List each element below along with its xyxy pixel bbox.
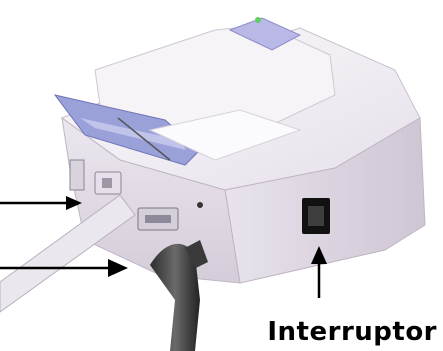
arrow-right-icon — [0, 196, 82, 210]
switch-caption: Interruptor — [267, 317, 437, 347]
status-led-icon — [255, 17, 261, 23]
